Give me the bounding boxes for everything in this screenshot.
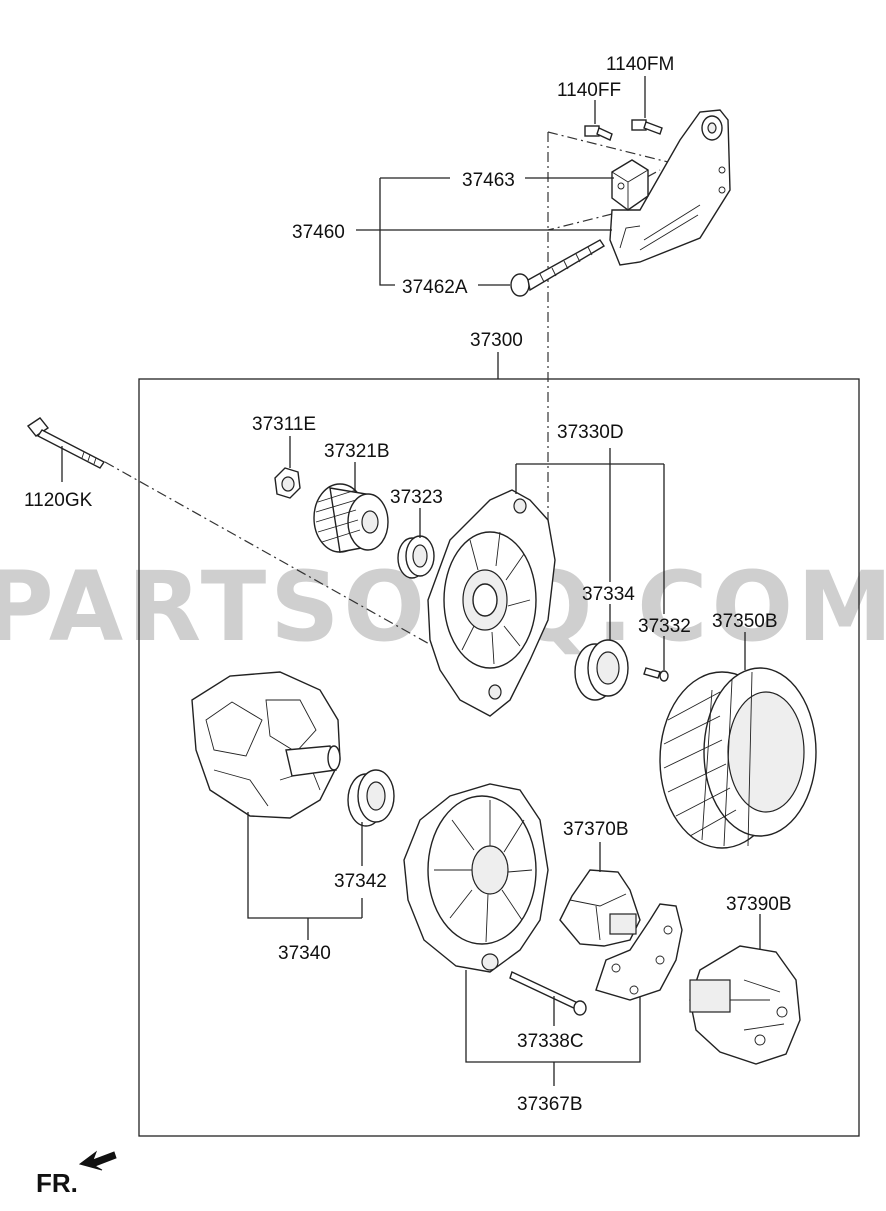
label-37332: 37332	[638, 616, 691, 637]
front-direction-label: FR.	[36, 1168, 78, 1198]
stator-37350B	[659, 667, 817, 849]
label-37460: 37460	[292, 222, 345, 243]
rectifier-plate	[595, 903, 683, 1001]
leader-37340	[247, 812, 363, 940]
leader-37330D	[515, 448, 665, 614]
label-1120GK: 1120GK	[24, 490, 93, 511]
rear-housing	[403, 783, 549, 973]
bolt-1140FM	[631, 119, 663, 135]
label-37463: 37463	[462, 170, 515, 191]
bracket	[609, 109, 731, 266]
label-37350B: 37350B	[712, 611, 778, 632]
label-37342: 37342	[334, 871, 387, 892]
bracket-block-37463	[611, 159, 649, 211]
label-37300: 37300	[470, 330, 523, 351]
centerline	[547, 131, 701, 545]
rear-cover-37390B	[689, 945, 801, 1065]
label-37390B: 37390B	[726, 894, 792, 915]
label-37338C: 37338C	[517, 1031, 584, 1052]
label-37367B: 37367B	[517, 1094, 583, 1115]
screw-37332	[643, 667, 669, 682]
label-1140FF: 1140FF	[557, 80, 621, 101]
bolt-1120GK	[26, 417, 106, 469]
assembly-frame	[138, 378, 860, 1137]
bracket-leaders-37460	[356, 177, 612, 286]
label-37330D: 37330D	[557, 422, 624, 443]
label-37340: 37340	[278, 943, 331, 964]
bolt-37338C	[509, 971, 587, 1016]
regulator-37370B	[559, 869, 641, 947]
label-37462A: 37462A	[402, 277, 468, 298]
nut-37311E	[274, 467, 301, 499]
front-direction-icon	[78, 1150, 117, 1171]
bolt-1140FF	[584, 125, 613, 141]
spacer-37323	[397, 535, 435, 579]
rotor-37340	[191, 671, 341, 819]
bolt-37462A	[510, 239, 605, 297]
label-37311E: 37311E	[252, 414, 316, 435]
bearing-37334	[574, 639, 629, 701]
bolt-axis	[104, 461, 441, 651]
front-housing	[427, 489, 556, 717]
bearing-37342	[347, 769, 395, 827]
label-1140FM: 1140FM	[606, 54, 674, 75]
label-37334: 37334	[582, 584, 635, 605]
leader-37367B	[465, 970, 641, 1086]
pulley-37321B	[313, 483, 389, 553]
label-37323: 37323	[390, 487, 443, 508]
label-37370B: 37370B	[563, 819, 629, 840]
label-37321B: 37321B	[324, 441, 390, 462]
